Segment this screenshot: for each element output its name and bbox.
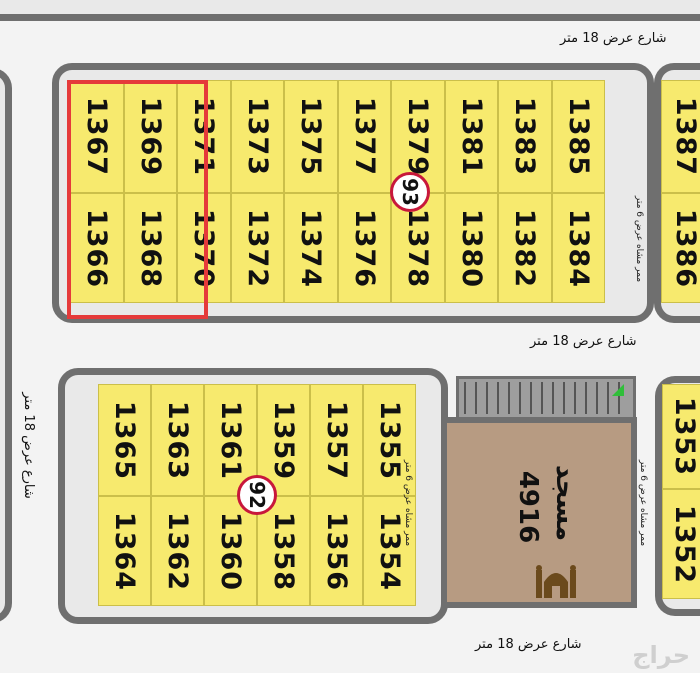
lot-number: 1354 — [374, 511, 405, 591]
mosque-number: 4916 — [513, 470, 544, 544]
street-label-middle: شارع عرض 18 متر — [530, 334, 637, 349]
top-block-edge — [0, 0, 700, 21]
lot-number: 1381 — [455, 96, 487, 177]
lot-number: 1356 — [321, 511, 352, 591]
lot-number: 1358 — [268, 511, 299, 591]
lot-number: 1374 — [295, 208, 327, 288]
street-label-top: شارع عرض 18 متر — [560, 31, 667, 46]
lot-1363[interactable]: 1363 — [151, 384, 204, 496]
fence-bar — [618, 382, 620, 414]
block-number-93: 93 — [390, 172, 430, 212]
walkway-label-lower-right: ممر مشاه عرض 6 متر — [638, 459, 649, 547]
fence-bar — [596, 382, 598, 414]
lot-1375[interactable]: 1375 — [284, 80, 338, 193]
lot-number: 1355 — [374, 400, 405, 480]
lot-number: 1385 — [562, 96, 594, 177]
lot-number: 1384 — [562, 208, 594, 288]
lot-1369[interactable]: 1369 — [123, 80, 177, 193]
lot-1374[interactable]: 1374 — [284, 193, 338, 303]
lot-1386[interactable]: 1386 — [661, 193, 700, 303]
lot-number: 1362 — [162, 511, 193, 591]
lot-1357[interactable]: 1357 — [310, 384, 363, 496]
lot-1381[interactable]: 1381 — [444, 80, 498, 193]
lot-number: 1375 — [295, 96, 327, 177]
lot-1376[interactable]: 1376 — [337, 193, 391, 303]
lot-number: 1357 — [321, 400, 352, 480]
lot-1370[interactable]: 1370 — [177, 193, 231, 303]
watermark: حراج — [632, 641, 690, 669]
fence-bar — [574, 382, 576, 414]
fence-bar — [475, 382, 477, 414]
fence-bar — [552, 382, 554, 414]
walkway-label-lower-left: ممر مشاه عرض 6 متر — [403, 459, 414, 547]
lot-1352[interactable]: 1352 — [662, 489, 700, 599]
street-label-bottom: شارع عرض 18 متر — [475, 637, 582, 652]
fence-bar — [464, 382, 466, 414]
lot-1384[interactable]: 1384 — [551, 193, 605, 303]
mosque-fence — [456, 376, 636, 420]
fence-bar — [607, 382, 609, 414]
lot-number: 1361 — [215, 400, 246, 480]
mosque-icon — [536, 565, 576, 598]
fence-bar — [508, 382, 510, 414]
lot-1355[interactable]: 1355 — [363, 384, 416, 496]
fence-bar — [530, 382, 532, 414]
walkway-label-upper: ممر مشاه عرض 6 متر — [634, 195, 645, 283]
lot-1373[interactable]: 1373 — [230, 80, 284, 193]
lot-1356[interactable]: 1356 — [310, 496, 363, 606]
lot-number: 1365 — [109, 400, 140, 480]
lot-1385[interactable]: 1385 — [551, 80, 605, 193]
lot-number: 1359 — [268, 400, 299, 480]
fence-bar — [486, 382, 488, 414]
lot-number: 1376 — [348, 208, 380, 288]
lot-number: 1379 — [402, 96, 434, 177]
lot-1372[interactable]: 1372 — [230, 193, 284, 303]
lot-number: 1382 — [509, 208, 541, 288]
street-label-left: شارع عرض 18 متر — [20, 392, 36, 499]
lot-1362[interactable]: 1362 — [151, 496, 204, 606]
left-block-edge — [0, 68, 12, 623]
lot-number: 1380 — [455, 208, 487, 288]
lot-1353[interactable]: 1353 — [662, 384, 700, 489]
lot-number: 1372 — [241, 208, 273, 288]
fence-bar — [497, 382, 499, 414]
lot-1354[interactable]: 1354 — [363, 496, 416, 606]
fence-bar — [519, 382, 521, 414]
block-number-92: 92 — [237, 475, 277, 515]
lot-1364[interactable]: 1364 — [98, 496, 151, 606]
selected-lots-highlight — [67, 80, 208, 319]
lot-1387[interactable]: 1387 — [661, 80, 700, 193]
fence-bar — [563, 382, 565, 414]
lot-1360[interactable]: 1360 — [204, 496, 257, 606]
lot-1380[interactable]: 1380 — [444, 193, 498, 303]
lot-1383[interactable]: 1383 — [498, 80, 552, 193]
fence-bar — [541, 382, 543, 414]
mosque-label: مسجد — [550, 464, 581, 542]
lot-1382[interactable]: 1382 — [498, 193, 552, 303]
lot-number: 1377 — [348, 96, 380, 177]
lot-number: 1383 — [509, 96, 541, 177]
lot-number: 1364 — [109, 511, 140, 591]
lot-number: 1373 — [241, 96, 273, 177]
green-marker-icon — [612, 384, 624, 396]
lot-1366[interactable]: 1366 — [70, 193, 124, 303]
lot-number: 1360 — [215, 511, 246, 591]
lot-number: 1378 — [402, 208, 434, 288]
lot-1358[interactable]: 1358 — [257, 496, 310, 606]
lot-1377[interactable]: 1377 — [337, 80, 391, 193]
lot-1368[interactable]: 1368 — [123, 193, 177, 303]
lot-1365[interactable]: 1365 — [98, 384, 151, 496]
lot-number: 1363 — [162, 400, 193, 480]
lot-1371[interactable]: 1371 — [177, 80, 231, 193]
fence-bar — [585, 382, 587, 414]
